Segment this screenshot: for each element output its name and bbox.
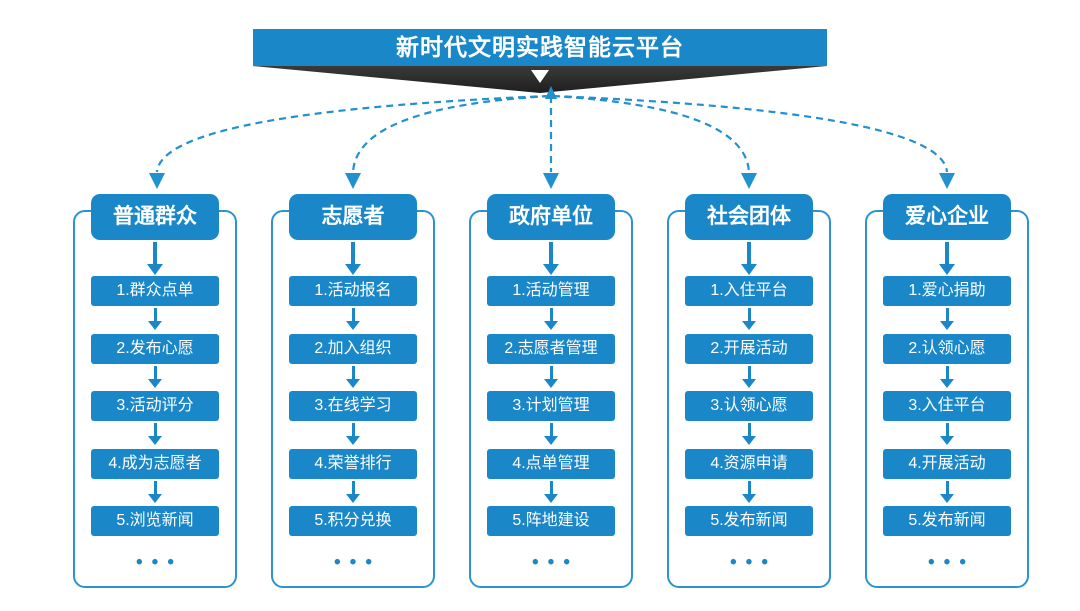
- ellipsis-dots: •••: [928, 552, 975, 573]
- connector-arrowhead-4: [741, 173, 757, 189]
- role-column-social-groups: 社会团体 1.入住平台 2.开展活动 3.认领心愿 4.资源申请 5.发布新闻 …: [667, 194, 831, 588]
- flow-step: 3.入住平台: [883, 391, 1011, 421]
- role-column-ordinary-masses: 普通群众 1.群众点单 2.发布心愿 3.活动评分 4.成为志愿者 5.浏览新闻…: [73, 194, 237, 588]
- down-triangle-icon: [531, 70, 549, 83]
- down-arrow-icon: [346, 366, 360, 388]
- flow-step: 4.成为志愿者: [91, 449, 219, 479]
- connector-arrowhead-3: [543, 173, 559, 189]
- down-arrow-icon: [148, 366, 162, 388]
- down-arrow-icon: [742, 308, 756, 330]
- flow-step: 3.在线学习: [289, 391, 417, 421]
- down-arrow-icon: [346, 481, 360, 503]
- flow-step: 1.活动报名: [289, 276, 417, 306]
- flow-step: 5.发布新闻: [685, 506, 813, 536]
- down-arrow-icon: [147, 242, 163, 275]
- column-header: 普通群众: [91, 194, 219, 240]
- down-arrow-icon: [544, 308, 558, 330]
- connector-arrowhead-5: [939, 173, 955, 189]
- flow-step: 2.开展活动: [685, 334, 813, 364]
- flow-step: 2.志愿者管理: [487, 334, 615, 364]
- flow-step: 3.活动评分: [91, 391, 219, 421]
- down-arrow-icon: [940, 423, 954, 445]
- flow-step: 4.资源申请: [685, 449, 813, 479]
- flow-step: 5.积分兑换: [289, 506, 417, 536]
- down-arrow-icon: [741, 242, 757, 275]
- flow-step: 2.发布心愿: [91, 334, 219, 364]
- down-arrow-icon: [544, 423, 558, 445]
- down-arrow-icon: [544, 481, 558, 503]
- dashed-connector-2: [351, 94, 551, 173]
- flow-step: 5.阵地建设: [487, 506, 615, 536]
- connector-arrowhead-1: [149, 173, 165, 189]
- flow-step: 1.入住平台: [685, 276, 813, 306]
- down-arrow-icon: [345, 242, 361, 275]
- down-arrow-icon: [148, 423, 162, 445]
- ellipsis-dots: •••: [730, 552, 777, 573]
- column-header: 社会团体: [685, 194, 813, 240]
- dashed-connector-1: [155, 94, 550, 173]
- down-arrow-icon: [742, 481, 756, 503]
- down-arrow-icon: [148, 308, 162, 330]
- role-column-government-units: 政府单位 1.活动管理 2.志愿者管理 3.计划管理 4.点单管理 5.阵地建设…: [469, 194, 633, 588]
- platform-title-banner: 新时代文明实践智能云平台: [253, 29, 827, 66]
- down-arrow-icon: [742, 423, 756, 445]
- down-arrow-icon: [148, 481, 162, 503]
- down-arrow-icon: [544, 366, 558, 388]
- banner-ribbon-fold: [253, 66, 827, 93]
- ellipsis-dots: •••: [334, 552, 381, 573]
- flow-step: 5.发布新闻: [883, 506, 1011, 536]
- role-column-caring-enterprises: 爱心企业 1.爱心捐助 2.认领心愿 3.入住平台 4.开展活动 5.发布新闻 …: [865, 194, 1029, 588]
- role-column-volunteers: 志愿者 1.活动报名 2.加入组织 3.在线学习 4.荣誉排行 5.积分兑换 •…: [271, 194, 435, 588]
- dashed-connector-4: [551, 94, 751, 173]
- down-arrow-icon: [742, 366, 756, 388]
- flow-step: 2.加入组织: [289, 334, 417, 364]
- connector-arrowhead-2: [345, 173, 361, 189]
- flow-step: 4.点单管理: [487, 449, 615, 479]
- flow-step: 5.浏览新闻: [91, 506, 219, 536]
- flow-step: 3.认领心愿: [685, 391, 813, 421]
- flow-step: 3.计划管理: [487, 391, 615, 421]
- flow-step: 2.认领心愿: [883, 334, 1011, 364]
- column-header: 志愿者: [289, 194, 417, 240]
- flow-step: 4.开展活动: [883, 449, 1011, 479]
- down-arrow-icon: [346, 308, 360, 330]
- column-header: 政府单位: [487, 194, 615, 240]
- flow-step: 1.爱心捐助: [883, 276, 1011, 306]
- column-header: 爱心企业: [883, 194, 1011, 240]
- down-arrow-icon: [939, 242, 955, 275]
- ellipsis-dots: •••: [532, 552, 579, 573]
- flow-step: 4.荣誉排行: [289, 449, 417, 479]
- ellipsis-dots: •••: [136, 552, 183, 573]
- down-arrow-icon: [940, 308, 954, 330]
- dashed-connector-5: [552, 94, 949, 173]
- flow-step: 1.活动管理: [487, 276, 615, 306]
- down-arrow-icon: [940, 481, 954, 503]
- down-arrow-icon: [543, 242, 559, 275]
- down-arrow-icon: [940, 366, 954, 388]
- down-arrow-icon: [346, 423, 360, 445]
- flow-step: 1.群众点单: [91, 276, 219, 306]
